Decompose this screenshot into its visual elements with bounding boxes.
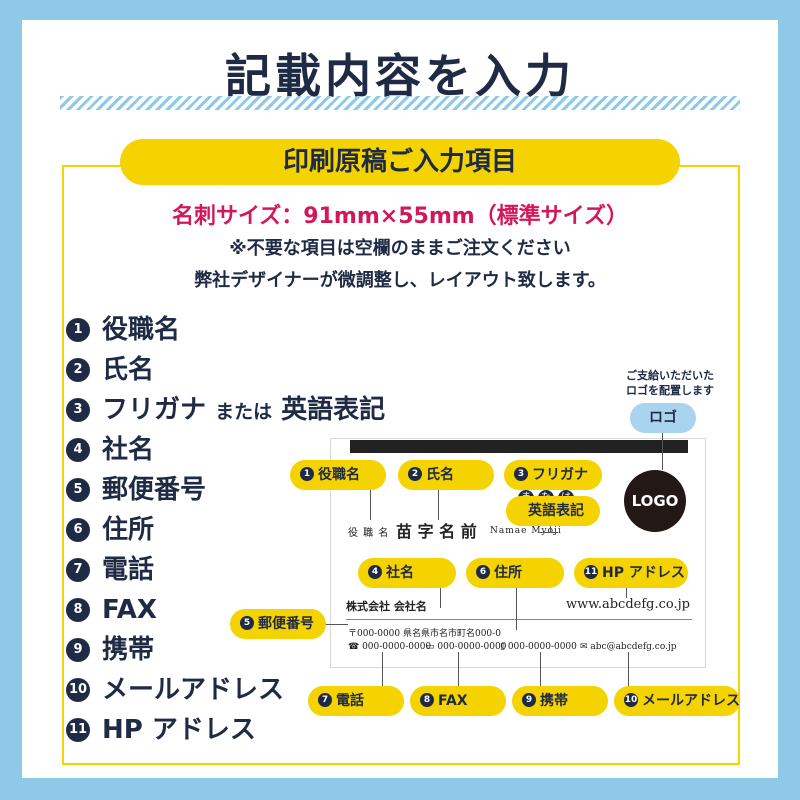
list-item-label: 社名 xyxy=(102,435,155,465)
card-address: 〒000-0000 県名県市名市町名000-0 xyxy=(348,629,501,639)
card-size-line: 名刺サイズ：91mm×55mm（標準サイズ） xyxy=(171,204,629,229)
connector-line xyxy=(322,624,348,625)
note-line-1: ※不要な項目は空欄のままご注文ください xyxy=(229,238,571,259)
number-badge: 7 xyxy=(66,558,90,582)
connector-line xyxy=(626,588,627,598)
card-mobile: ▯ 000-0000-0000 xyxy=(500,642,577,652)
note-line-2: 弊社デザイナーが微調整し、レイアウト致します。 xyxy=(194,270,606,291)
list-item-label: 電話 xyxy=(102,555,155,585)
connector-line xyxy=(550,520,551,532)
number-badge: 10 xyxy=(66,678,90,702)
english-notation-text: 英語表記 xyxy=(281,395,386,425)
connector-line xyxy=(516,588,517,630)
or-text: または xyxy=(215,401,273,423)
list-item-label: 住所 xyxy=(102,515,155,545)
number-badge: 8 xyxy=(66,598,90,622)
card-top-bar xyxy=(350,440,688,453)
card-email: ✉ abc@abcdefg.co.jp xyxy=(580,642,677,652)
list-item-label: メールアドレス xyxy=(102,675,285,705)
card-position: 役 職 名 xyxy=(348,528,390,539)
callout-tag-english: 英語表記 xyxy=(506,496,600,526)
number-badge: 11 xyxy=(66,718,90,742)
connector-line xyxy=(540,652,541,686)
number-badge: 3 xyxy=(66,398,90,422)
logo-note: ご支給いただいたロゴを配置します xyxy=(626,369,714,397)
number-badge: 2 xyxy=(66,358,90,382)
card-divider xyxy=(346,619,692,620)
card-fax: ▭ 000-0000-0000 xyxy=(426,642,507,652)
card-name: 苗 字 名 前 xyxy=(396,522,477,541)
card-company: 株式会社 会社名 xyxy=(346,600,427,613)
logo-connector xyxy=(662,433,663,470)
number-badge: 4 xyxy=(66,438,90,462)
list-item-label: FAX xyxy=(102,595,157,625)
number-badge: 5 xyxy=(66,478,90,502)
number-badge: 1 xyxy=(66,318,90,342)
title-underline-stripes xyxy=(60,96,740,110)
list-item-label: フリガナ または 英語表記 xyxy=(102,392,385,430)
furigana-text: フリガナ xyxy=(102,395,207,425)
list-item-label: 郵便番号 xyxy=(102,475,207,505)
connector-line xyxy=(370,490,371,520)
section-header: 印刷原稿ご入力項目 xyxy=(120,139,680,185)
connector-line xyxy=(540,532,558,533)
connector-line xyxy=(440,588,441,608)
number-badge: 9 xyxy=(66,638,90,662)
logo-label: ロゴ xyxy=(630,403,696,433)
card-tel: ☎ 000-0000-0000 xyxy=(348,642,432,652)
card-reading: Namae Myoji xyxy=(490,526,562,536)
connector-line xyxy=(438,490,439,520)
connector-line xyxy=(458,652,459,686)
connector-line xyxy=(382,652,383,686)
number-badge: 6 xyxy=(66,518,90,542)
list-item-label: 役職名 xyxy=(102,315,181,345)
page-title: 記載内容を入力 xyxy=(225,49,575,103)
logo-mark: LOGO xyxy=(624,470,686,532)
card-url: www.abcdefg.co.jp xyxy=(566,597,690,612)
list-item-label: 携帯 xyxy=(102,635,155,665)
list-item-label: 氏名 xyxy=(102,355,155,385)
connector-line xyxy=(628,652,629,686)
list-item-label: HP アドレス xyxy=(102,715,256,745)
